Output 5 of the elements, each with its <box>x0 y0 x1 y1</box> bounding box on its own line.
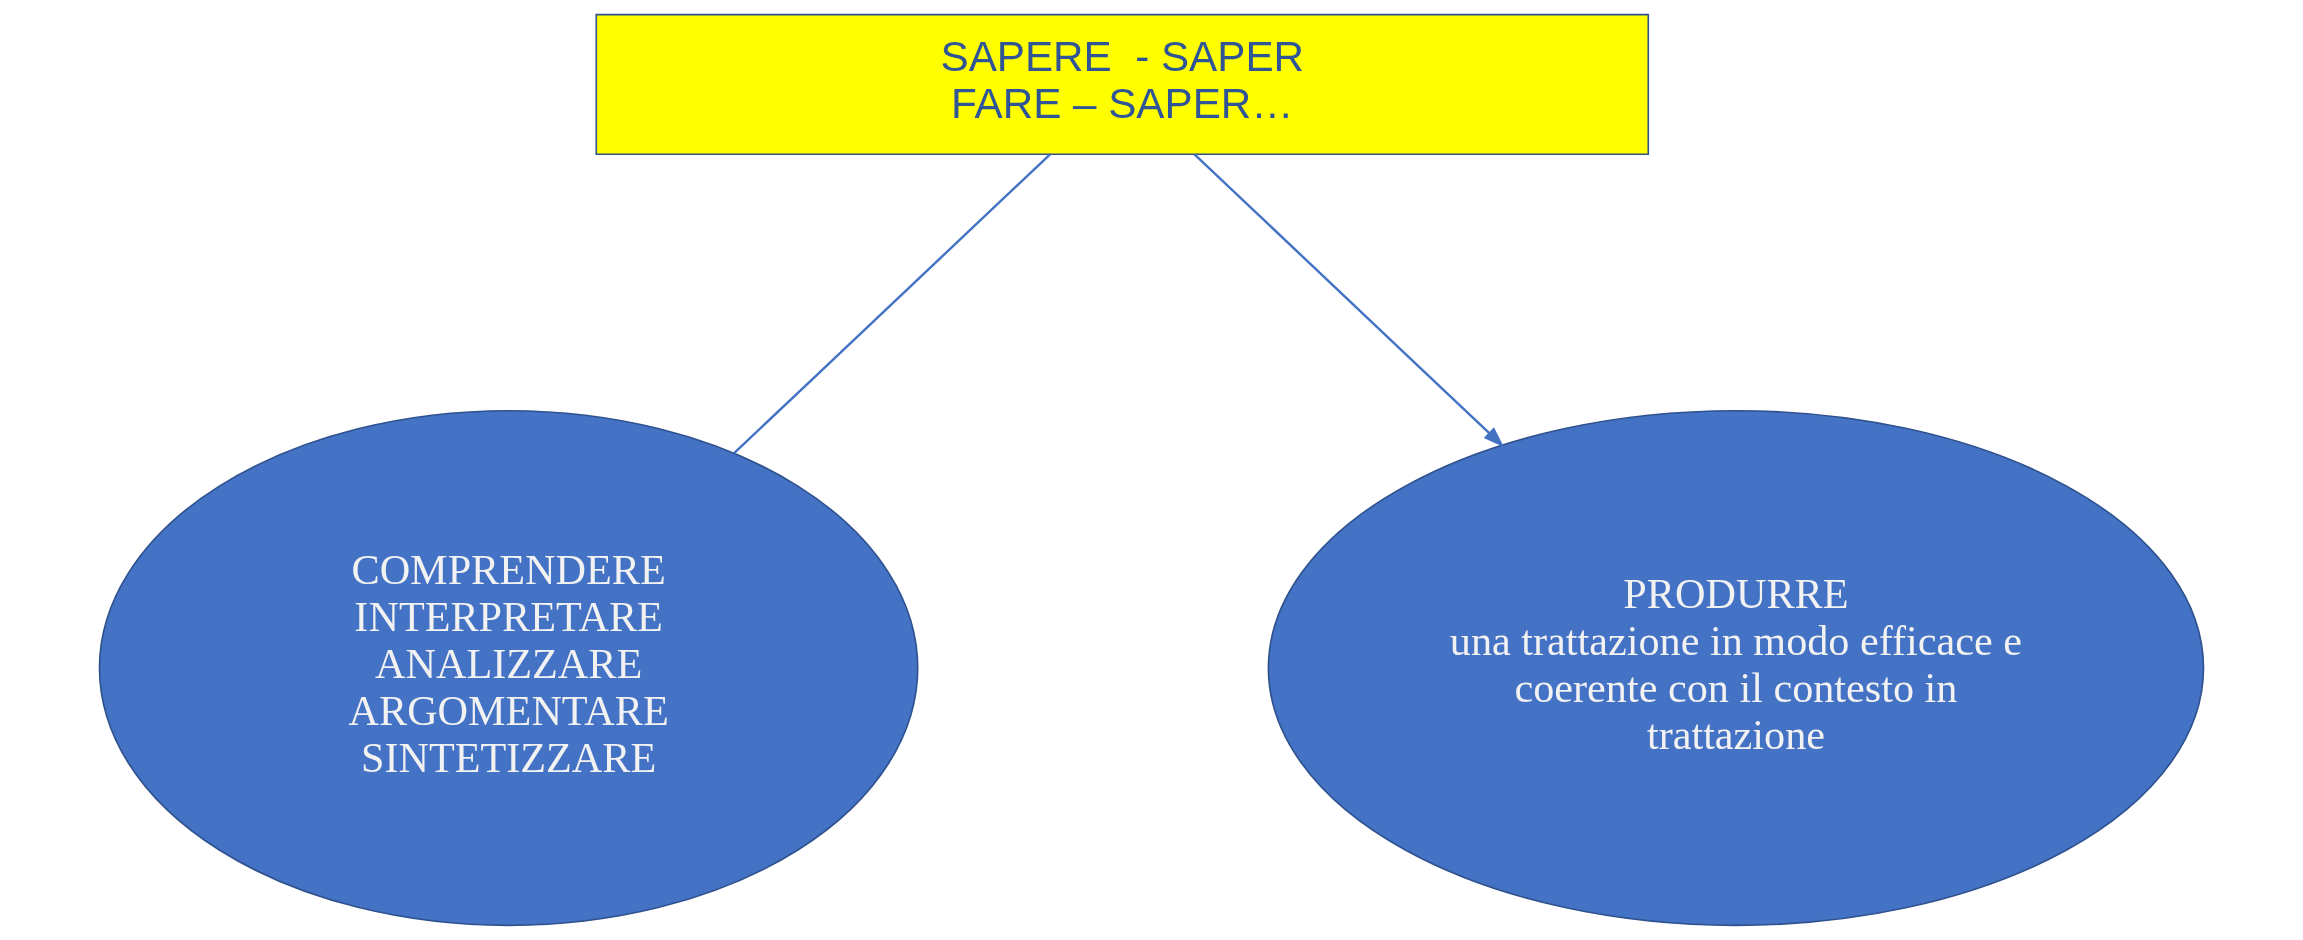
node-box: SAPERE - SAPER FARE – SAPER… <box>595 13 1650 156</box>
node-ellipse: PRODURRE una trattazione in modo efficace e coerente con il contesto in trattazione <box>1267 409 2205 927</box>
node-ellipse: COMPRENDERE INTERPRETARE ANALIZZARE ARGOMENTARE SINTETIZZARE <box>98 409 919 927</box>
arrow <box>1193 153 1505 448</box>
connector <box>733 153 1051 455</box>
